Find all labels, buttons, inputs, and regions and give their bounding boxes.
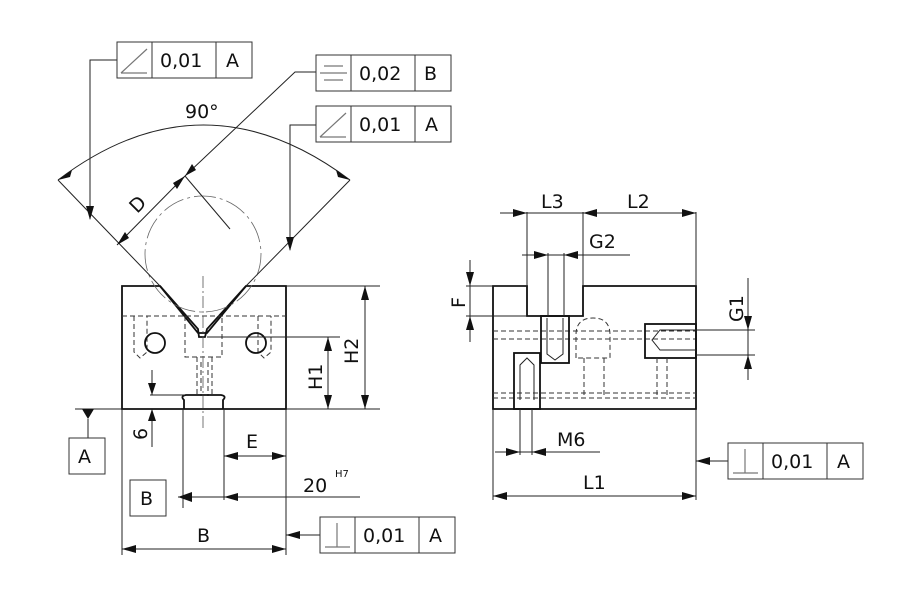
side-screw-pocket: [644, 323, 697, 359]
datum-B-box: [129, 479, 167, 517]
perpendicularity-icon: [733, 449, 758, 474]
svg-text:0,01: 0,01: [359, 114, 401, 136]
side-outline: [492, 285, 697, 410]
datum-A-box: [68, 437, 106, 475]
svg-text:0,02: 0,02: [359, 63, 401, 85]
angle-label: 90°: [185, 101, 219, 123]
top-screw-pocket: [540, 315, 570, 364]
workpiece-circle: [144, 195, 262, 313]
hidden-screw: [196, 357, 213, 396]
hidden-dome: [575, 317, 611, 359]
hole-right: [245, 332, 267, 354]
hidden-hole-left: [133, 316, 148, 359]
side-view: L3 L2 G2 F G1 M6 L1: [448, 191, 755, 500]
angularity-leader-left: [89, 59, 117, 219]
dim-6: 6: [130, 428, 152, 440]
svg-text:0,01: 0,01: [363, 525, 405, 547]
angularity-icon: [319, 112, 347, 138]
bore-slot: [181, 394, 226, 409]
fit-H7: H7: [335, 469, 349, 480]
fcf-angularity-right: 0,01 A: [315, 105, 452, 143]
d-extension: [184, 175, 231, 230]
dim-B: B: [197, 525, 210, 547]
bottom-screw-pocket: [513, 352, 541, 410]
hidden-hole-right: [257, 316, 272, 359]
angle-arc: [57, 124, 351, 181]
v-groove: [159, 285, 247, 338]
svg-text:A: A: [425, 114, 438, 136]
dim-L3: L3: [541, 191, 564, 213]
datum-A-label: A: [78, 446, 91, 468]
dim-H2: H2: [341, 338, 363, 364]
symmetry-leader: [184, 71, 316, 177]
dim-G2: G2: [589, 231, 616, 253]
dim-L2: L2: [627, 191, 650, 213]
dim-F: F: [448, 297, 470, 308]
v-extension-left: [57, 179, 161, 287]
dim-E: E: [246, 431, 258, 453]
svg-text:0,01: 0,01: [160, 50, 202, 72]
fcf-angularity-top: 0,01 A: [116, 41, 253, 79]
fcf-perpendicularity-side: 0,01 A: [727, 442, 864, 480]
perpendicularity-icon: [325, 523, 350, 548]
dim-L1: L1: [583, 472, 606, 494]
symmetry-icon: [320, 65, 347, 81]
fcf-symmetry: 0,02 B: [315, 54, 452, 92]
svg-text:B: B: [424, 63, 437, 85]
hole-left: [144, 332, 166, 354]
datum-B-label: B: [140, 488, 153, 510]
angularity-leader-right: [289, 124, 316, 250]
d-dim-line: [116, 175, 186, 246]
v-extension-right: [245, 179, 351, 287]
svg-text:A: A: [429, 525, 442, 547]
dim-20: 20: [303, 475, 327, 497]
front-view: 90° D H1 H2 A: [57, 59, 380, 555]
svg-text:0,01: 0,01: [771, 451, 813, 473]
svg-text:A: A: [226, 50, 239, 72]
angularity-icon: [120, 48, 148, 74]
svg-text:A: A: [837, 451, 850, 473]
fcf-perpendicularity-front: 0,01 A: [319, 516, 456, 554]
dim-G1: G1: [726, 295, 748, 322]
dim-M6: M6: [557, 429, 585, 451]
dim-H1: H1: [305, 364, 327, 390]
